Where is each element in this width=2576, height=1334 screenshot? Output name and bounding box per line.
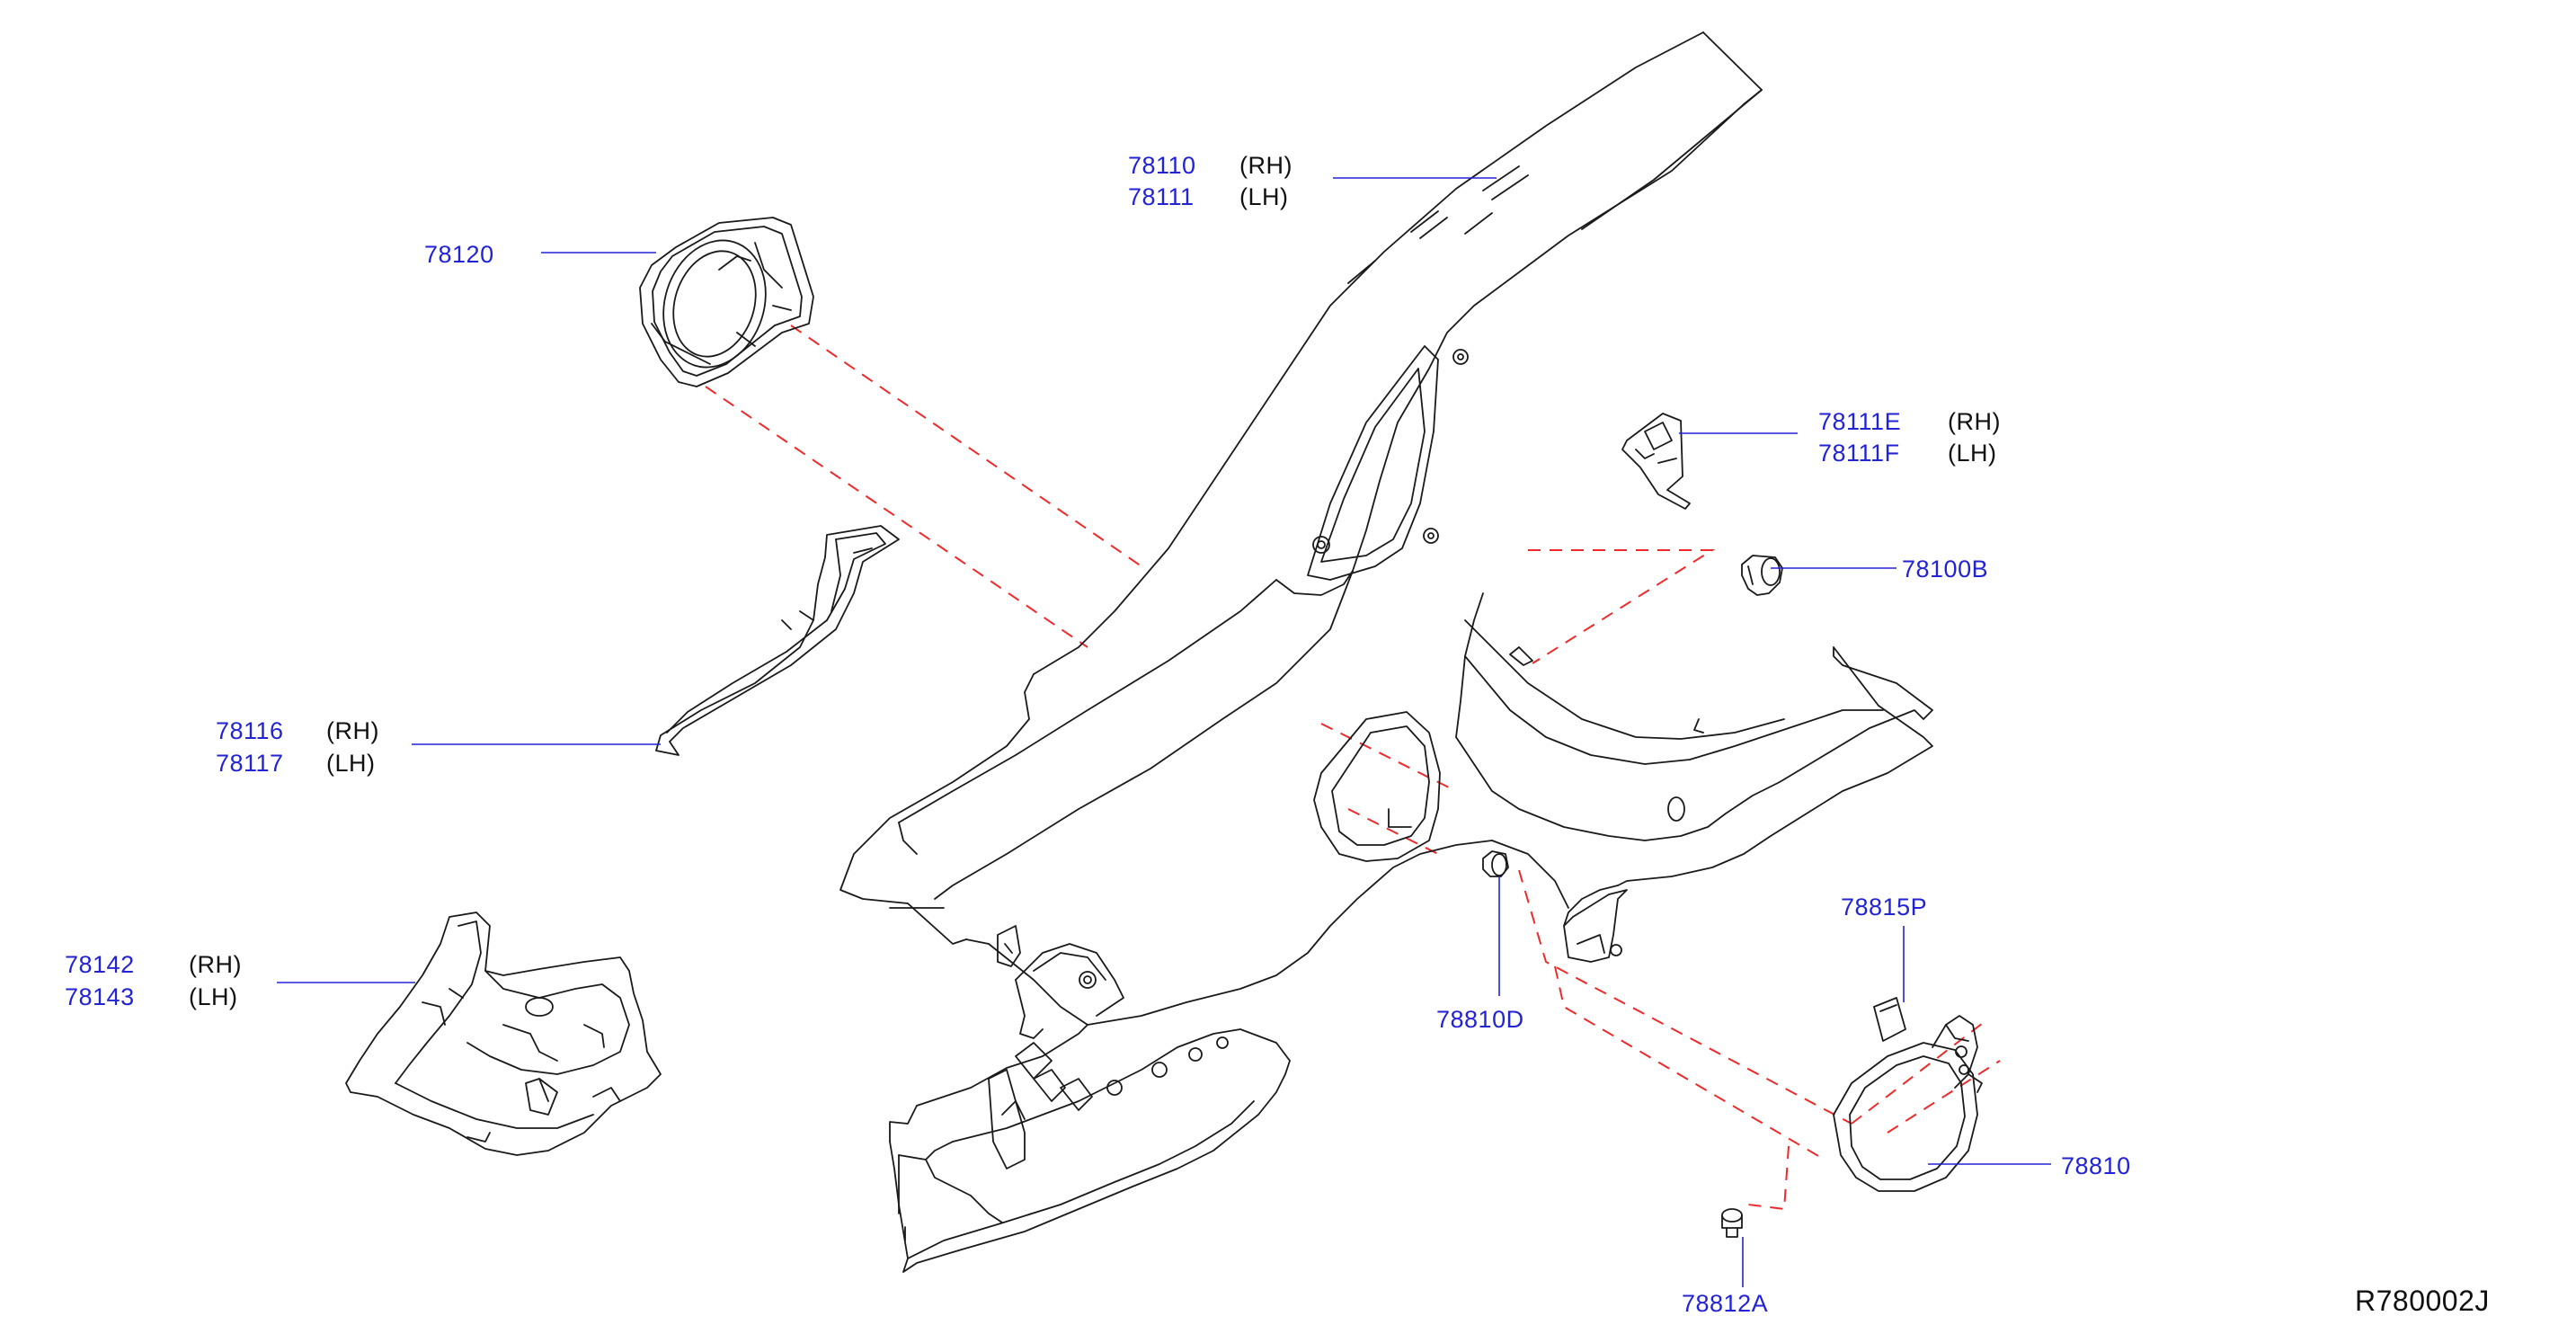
part-78812A-screw: [1721, 1208, 1743, 1238]
callout-78110-number[interactable]: 78110: [1128, 152, 1196, 179]
part-78100B-clip: [1741, 555, 1783, 596]
callout-78812A-number[interactable]: 78812A: [1682, 1290, 1769, 1317]
callout-78120-number[interactable]: 78120: [424, 241, 494, 268]
callout-78117-side: (LH): [326, 750, 376, 777]
callout-78117-number[interactable]: 78117: [216, 750, 284, 777]
part-78116-reinforcement: [655, 525, 900, 756]
callout-78111E-number[interactable]: 78111E: [1818, 408, 1902, 435]
callout-78111-number[interactable]: 78111: [1128, 183, 1195, 210]
part-78111E-bracket: [1621, 413, 1691, 510]
callout-78111-side: (LH): [1239, 183, 1289, 210]
diagram-reference-code: R780002J: [2355, 1285, 2490, 1317]
callout-78100B-number[interactable]: 78100B: [1902, 556, 1989, 583]
callout-78110-side: (RH): [1239, 152, 1292, 179]
callout-78111E-side: (RH): [1948, 408, 2001, 435]
part-78810D-grommet: [1482, 850, 1509, 877]
part-78120-housing: [639, 217, 814, 387]
callout-78143-number[interactable]: 78143: [65, 983, 135, 1010]
part-78142-inner-panel: [345, 912, 662, 1156]
part-78810-fuel-lid: [1833, 1015, 1983, 1192]
callout-78810-number[interactable]: 78810: [2061, 1152, 2131, 1179]
callout-78143-side: (LH): [189, 983, 238, 1010]
callout-78111F-side: (LH): [1948, 440, 1997, 467]
leader-lines: [277, 177, 2051, 1287]
part-78815P-clip: [1873, 997, 1906, 1042]
callout-78116-side: (RH): [326, 717, 379, 744]
callout-78116-number[interactable]: 78116: [216, 717, 284, 744]
callout-78111F-number[interactable]: 78111F: [1818, 440, 1900, 467]
callout-78815P-number[interactable]: 78815P: [1841, 894, 1928, 920]
callout-78142-number[interactable]: 78142: [65, 951, 135, 978]
callout-78142-side: (RH): [189, 951, 242, 978]
callout-78810D-number[interactable]: 78810D: [1436, 1006, 1524, 1033]
assembly-lines: [705, 325, 2001, 1211]
rear-quarter-panel: [839, 31, 1933, 1273]
